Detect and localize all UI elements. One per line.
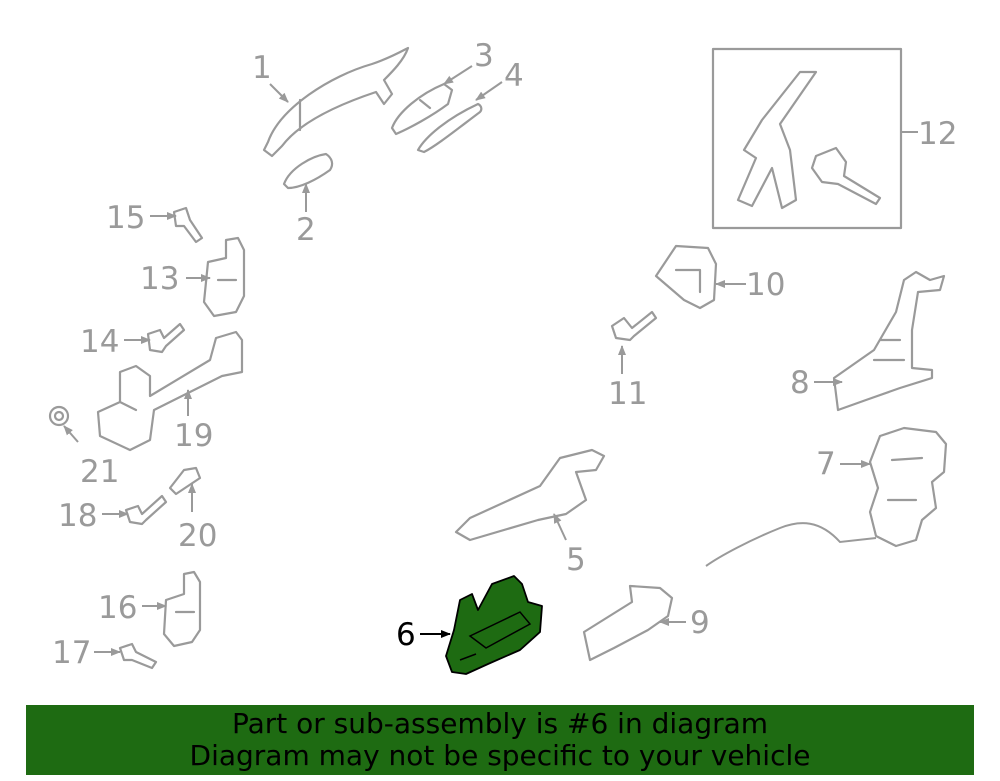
callout-3: 3 — [474, 38, 494, 74]
callout-14: 14 — [80, 324, 119, 360]
part-1-outside-handle — [262, 46, 410, 158]
callout-18: 18 — [58, 498, 97, 534]
callout-9: 9 — [690, 605, 710, 641]
part-11-screw — [610, 310, 658, 342]
info-banner: Part or sub-assembly is #6 in diagram Di… — [26, 705, 974, 775]
callout-5: 5 — [566, 542, 586, 578]
callout-10: 10 — [746, 267, 785, 303]
callout-13: 13 — [140, 261, 179, 297]
part-7-latch — [868, 426, 948, 548]
callout-20: 20 — [178, 518, 217, 554]
part-9-holder — [582, 584, 674, 662]
banner-line-1: Part or sub-assembly is #6 in diagram — [231, 707, 769, 740]
banner-line-2: Diagram may not be specific to your vehi… — [189, 739, 811, 772]
callout-6: 6 — [396, 617, 416, 653]
part-2-gasket — [282, 152, 334, 190]
part-13-hinge — [202, 236, 246, 318]
part-20-bolt — [168, 466, 202, 496]
callout-2: 2 — [296, 212, 316, 248]
part-12-connector — [810, 146, 882, 206]
part-5-inner-bracket — [454, 448, 606, 542]
part-19-checker — [96, 330, 244, 452]
part-4-trim — [416, 102, 483, 154]
callout-15: 15 — [106, 200, 145, 236]
callout-4: 4 — [504, 58, 524, 94]
part-18-bolt — [124, 494, 168, 526]
callout-1: 1 — [252, 50, 272, 86]
part-6-inside-handle — [445, 575, 543, 675]
callout-16: 16 — [98, 590, 137, 626]
part-10-striker — [654, 244, 718, 310]
part-12-harness — [736, 70, 818, 210]
part-12-box — [711, 47, 903, 230]
callout-11: 11 — [608, 376, 647, 412]
part-3-cap — [390, 82, 454, 136]
part-7-cable — [705, 522, 877, 567]
part-14-bolt — [146, 322, 186, 354]
callout-7: 7 — [816, 446, 836, 482]
callout-21: 21 — [80, 454, 119, 490]
part-15-bolt — [172, 206, 204, 244]
part-21-washer-hole — [53, 410, 65, 422]
callout-17: 17 — [52, 635, 91, 671]
part-16-hinge — [162, 570, 202, 648]
part-17-bolt — [118, 642, 158, 670]
callout-8: 8 — [790, 365, 810, 401]
callout-12: 12 — [918, 116, 957, 152]
part-8-bracket — [832, 270, 946, 412]
callout-19: 19 — [174, 418, 213, 454]
part-21-washer — [48, 405, 70, 427]
